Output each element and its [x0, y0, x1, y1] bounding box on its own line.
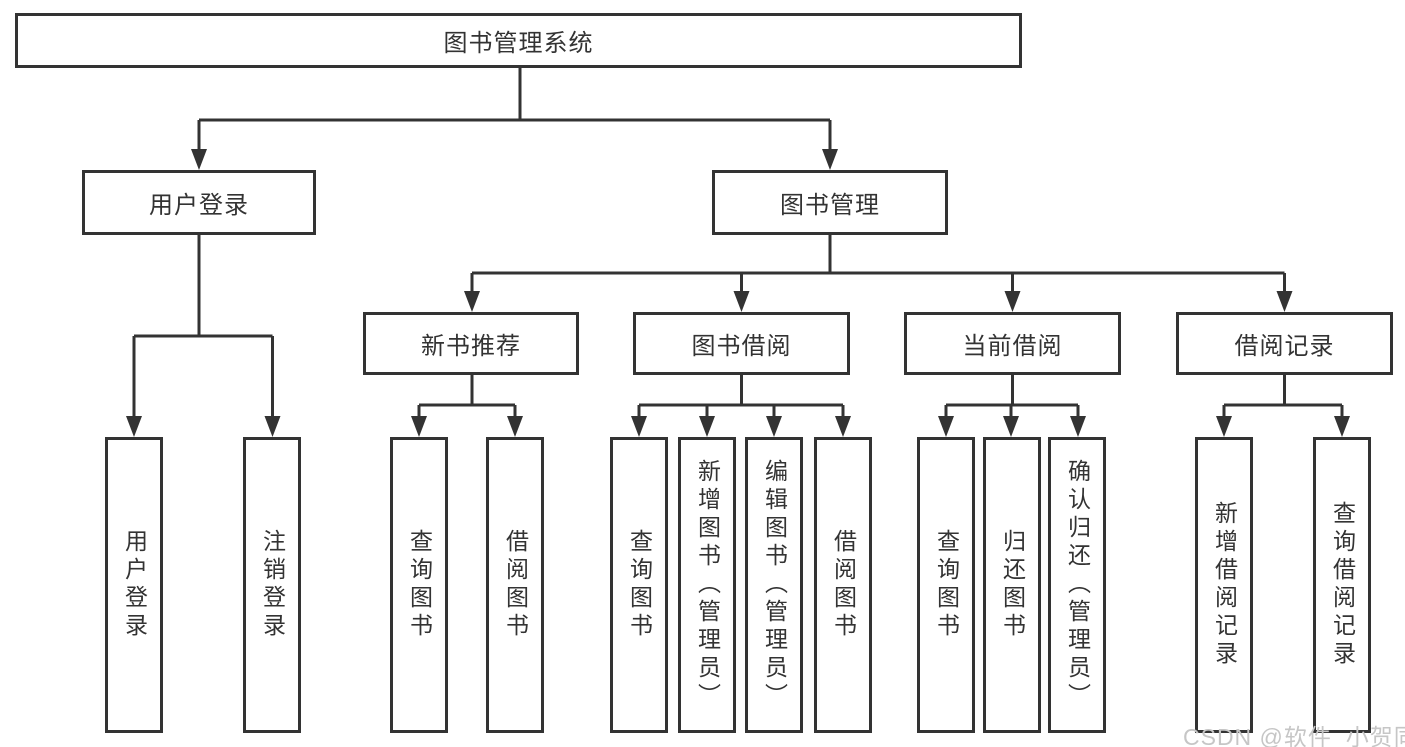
leaf-records-add-record-label: 新增借阅记录	[1211, 501, 1238, 669]
leaf-borrow-borrow-books-label: 借阅图书	[830, 529, 857, 641]
leaf-borrow-edit-books: 编辑图书（管理员）	[745, 437, 803, 733]
leaf-borrow-add-books-label: 新增图书（管理员）	[694, 459, 721, 711]
node-book-management-label: 图书管理	[780, 192, 880, 219]
leaf-records-add-record: 新增借阅记录	[1195, 437, 1253, 733]
node-book-management: 图书管理	[712, 170, 948, 235]
node-current-borrow-label: 当前借阅	[962, 333, 1063, 360]
leaf-recommend-query-books-label: 查询图书	[406, 529, 433, 641]
node-borrow-records: 借阅记录	[1176, 312, 1393, 375]
node-user-login: 用户登录	[82, 170, 316, 235]
leaf-records-query-record-label: 查询借阅记录	[1329, 501, 1356, 669]
leaf-borrow-borrow-books: 借阅图书	[814, 437, 872, 733]
node-new-book-recommend: 新书推荐	[363, 312, 579, 375]
node-current-borrow: 当前借阅	[904, 312, 1121, 375]
node-library-system-label: 图书管理系统	[443, 30, 594, 57]
node-book-borrow-label: 图书借阅	[691, 333, 792, 360]
leaf-borrow-edit-books-label: 编辑图书（管理员）	[761, 459, 788, 711]
leaf-current-query-books: 查询图书	[917, 437, 975, 733]
leaf-current-return-books: 归还图书	[983, 437, 1041, 733]
leaf-recommend-borrow-books: 借阅图书	[486, 437, 544, 733]
leaf-borrow-add-books: 新增图书（管理员）	[678, 437, 736, 733]
leaf-current-return-books-label: 归还图书	[999, 529, 1026, 641]
leaf-logout-login-label: 注销登录	[259, 529, 286, 641]
leaf-records-query-record: 查询借阅记录	[1313, 437, 1371, 733]
leaf-logout-login: 注销登录	[243, 437, 301, 733]
watermark: CSDN @软件_小贺同学	[1183, 724, 1405, 747]
leaf-current-confirm-return-label: 确认归还（管理员）	[1064, 459, 1091, 711]
node-book-borrow: 图书借阅	[633, 312, 850, 375]
leaf-current-confirm-return: 确认归还（管理员）	[1048, 437, 1106, 733]
leaf-current-query-books-label: 查询图书	[933, 529, 960, 641]
leaf-user-login-label: 用户登录	[121, 529, 148, 641]
node-new-book-recommend-label: 新书推荐	[421, 333, 521, 360]
leaf-recommend-query-books: 查询图书	[390, 437, 448, 733]
node-user-login-label: 用户登录	[149, 192, 249, 219]
connector-lines	[132, 68, 1344, 419]
arrowhead-icons	[126, 149, 1350, 437]
leaf-borrow-query-books: 查询图书	[610, 437, 668, 733]
leaf-recommend-borrow-books-label: 借阅图书	[502, 529, 529, 641]
node-borrow-records-label: 借阅记录	[1234, 333, 1335, 360]
leaf-borrow-query-books-label: 查询图书	[626, 529, 653, 641]
leaf-user-login: 用户登录	[105, 437, 163, 733]
node-library-system: 图书管理系统	[15, 13, 1022, 68]
